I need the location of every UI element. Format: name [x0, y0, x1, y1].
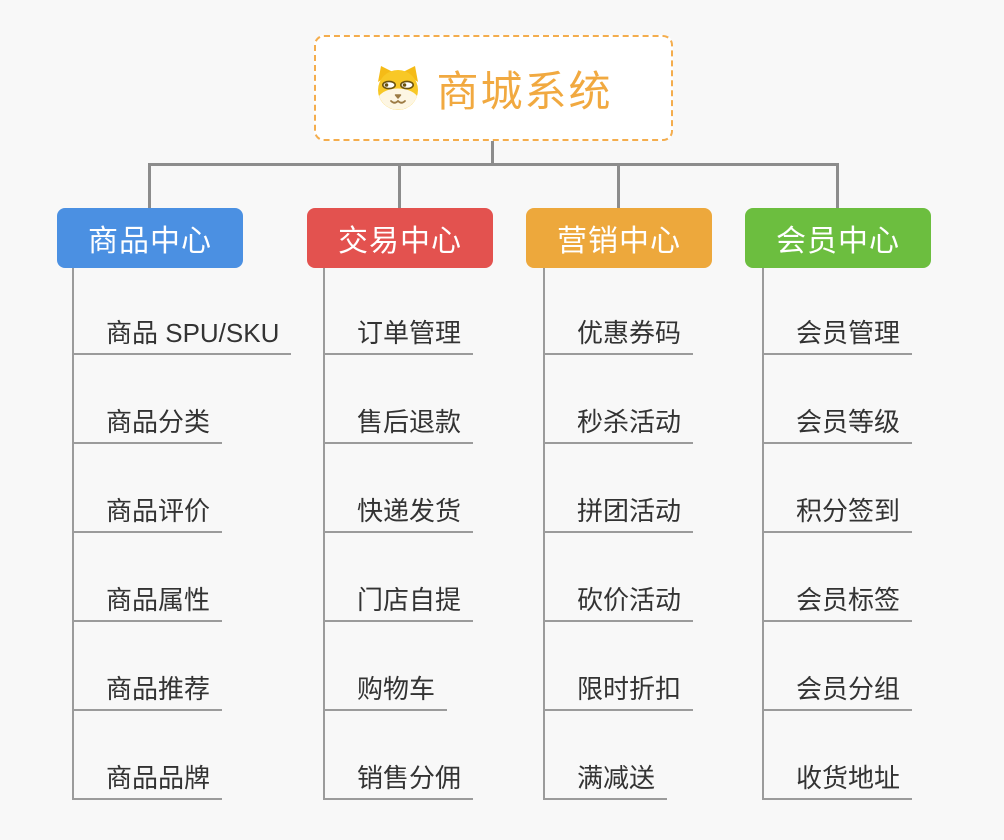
- leaf-node[interactable]: 商品品牌: [72, 711, 223, 800]
- spine-connector-2: [323, 267, 325, 800]
- branch-label: 会员中心: [776, 225, 900, 258]
- leaf-node[interactable]: 限时折扣: [543, 622, 694, 711]
- leaf-node[interactable]: 会员等级: [762, 355, 913, 444]
- leaf-node[interactable]: 积分签到: [762, 444, 913, 533]
- leaf-node[interactable]: 会员管理: [762, 266, 913, 355]
- leaf-node[interactable]: 商品分类: [72, 355, 223, 444]
- spine-connector-3: [543, 267, 545, 800]
- item-column-marketing: 优惠券码 秒杀活动 拼团活动 砍价活动 限时折扣 满减送: [543, 266, 694, 800]
- drop-connector-1: [148, 165, 151, 208]
- drop-connector-4: [836, 165, 839, 208]
- leaf-node[interactable]: 商品属性: [72, 533, 223, 622]
- leaf-node[interactable]: 优惠券码: [543, 266, 694, 355]
- branch-box-trade-center[interactable]: 交易中心: [307, 208, 493, 268]
- drop-connector-3: [617, 165, 620, 208]
- item-column-member: 会员管理 会员等级 积分签到 会员标签 会员分组 收货地址: [762, 266, 913, 800]
- leaf-node[interactable]: 会员标签: [762, 533, 913, 622]
- leaf-node[interactable]: 销售分佣: [323, 711, 474, 800]
- leaf-node[interactable]: 售后退款: [323, 355, 474, 444]
- leaf-node[interactable]: 订单管理: [323, 266, 474, 355]
- leaf-node[interactable]: 商品评价: [72, 444, 223, 533]
- leaf-node[interactable]: 收货地址: [762, 711, 913, 800]
- dog-face-icon: [378, 66, 419, 110]
- item-column-trade: 订单管理 售后退款 快递发货 门店自提 购物车 销售分佣: [323, 266, 474, 800]
- leaf-node[interactable]: 拼团活动: [543, 444, 694, 533]
- spine-connector-1: [72, 267, 74, 800]
- leaf-node[interactable]: 购物车: [323, 622, 448, 711]
- leaf-node[interactable]: 门店自提: [323, 533, 474, 622]
- leaf-node[interactable]: 满减送: [543, 711, 668, 800]
- item-column-product: 商品 SPU/SKU 商品分类 商品评价 商品属性 商品推荐 商品品牌: [72, 266, 292, 800]
- drop-connector-2: [398, 165, 401, 208]
- root-node[interactable]: 商城系统: [314, 35, 673, 141]
- branch-box-marketing-center[interactable]: 营销中心: [526, 208, 712, 268]
- branch-label: 交易中心: [338, 225, 462, 258]
- branch-box-product-center[interactable]: 商品中心: [57, 208, 243, 268]
- branch-box-member-center[interactable]: 会员中心: [745, 208, 931, 268]
- branch-label: 营销中心: [557, 225, 681, 258]
- leaf-node[interactable]: 秒杀活动: [543, 355, 694, 444]
- leaf-node[interactable]: 快递发货: [323, 444, 474, 533]
- spine-connector-4: [762, 267, 764, 800]
- bus-connector: [148, 163, 839, 166]
- leaf-node[interactable]: 砍价活动: [543, 533, 694, 622]
- root-stub-connector: [491, 141, 494, 165]
- leaf-node[interactable]: 商品推荐: [72, 622, 223, 711]
- branch-label: 商品中心: [88, 225, 212, 258]
- root-title: 商城系统: [436, 67, 613, 115]
- leaf-node[interactable]: 商品 SPU/SKU: [72, 266, 292, 355]
- leaf-node[interactable]: 会员分组: [762, 622, 913, 711]
